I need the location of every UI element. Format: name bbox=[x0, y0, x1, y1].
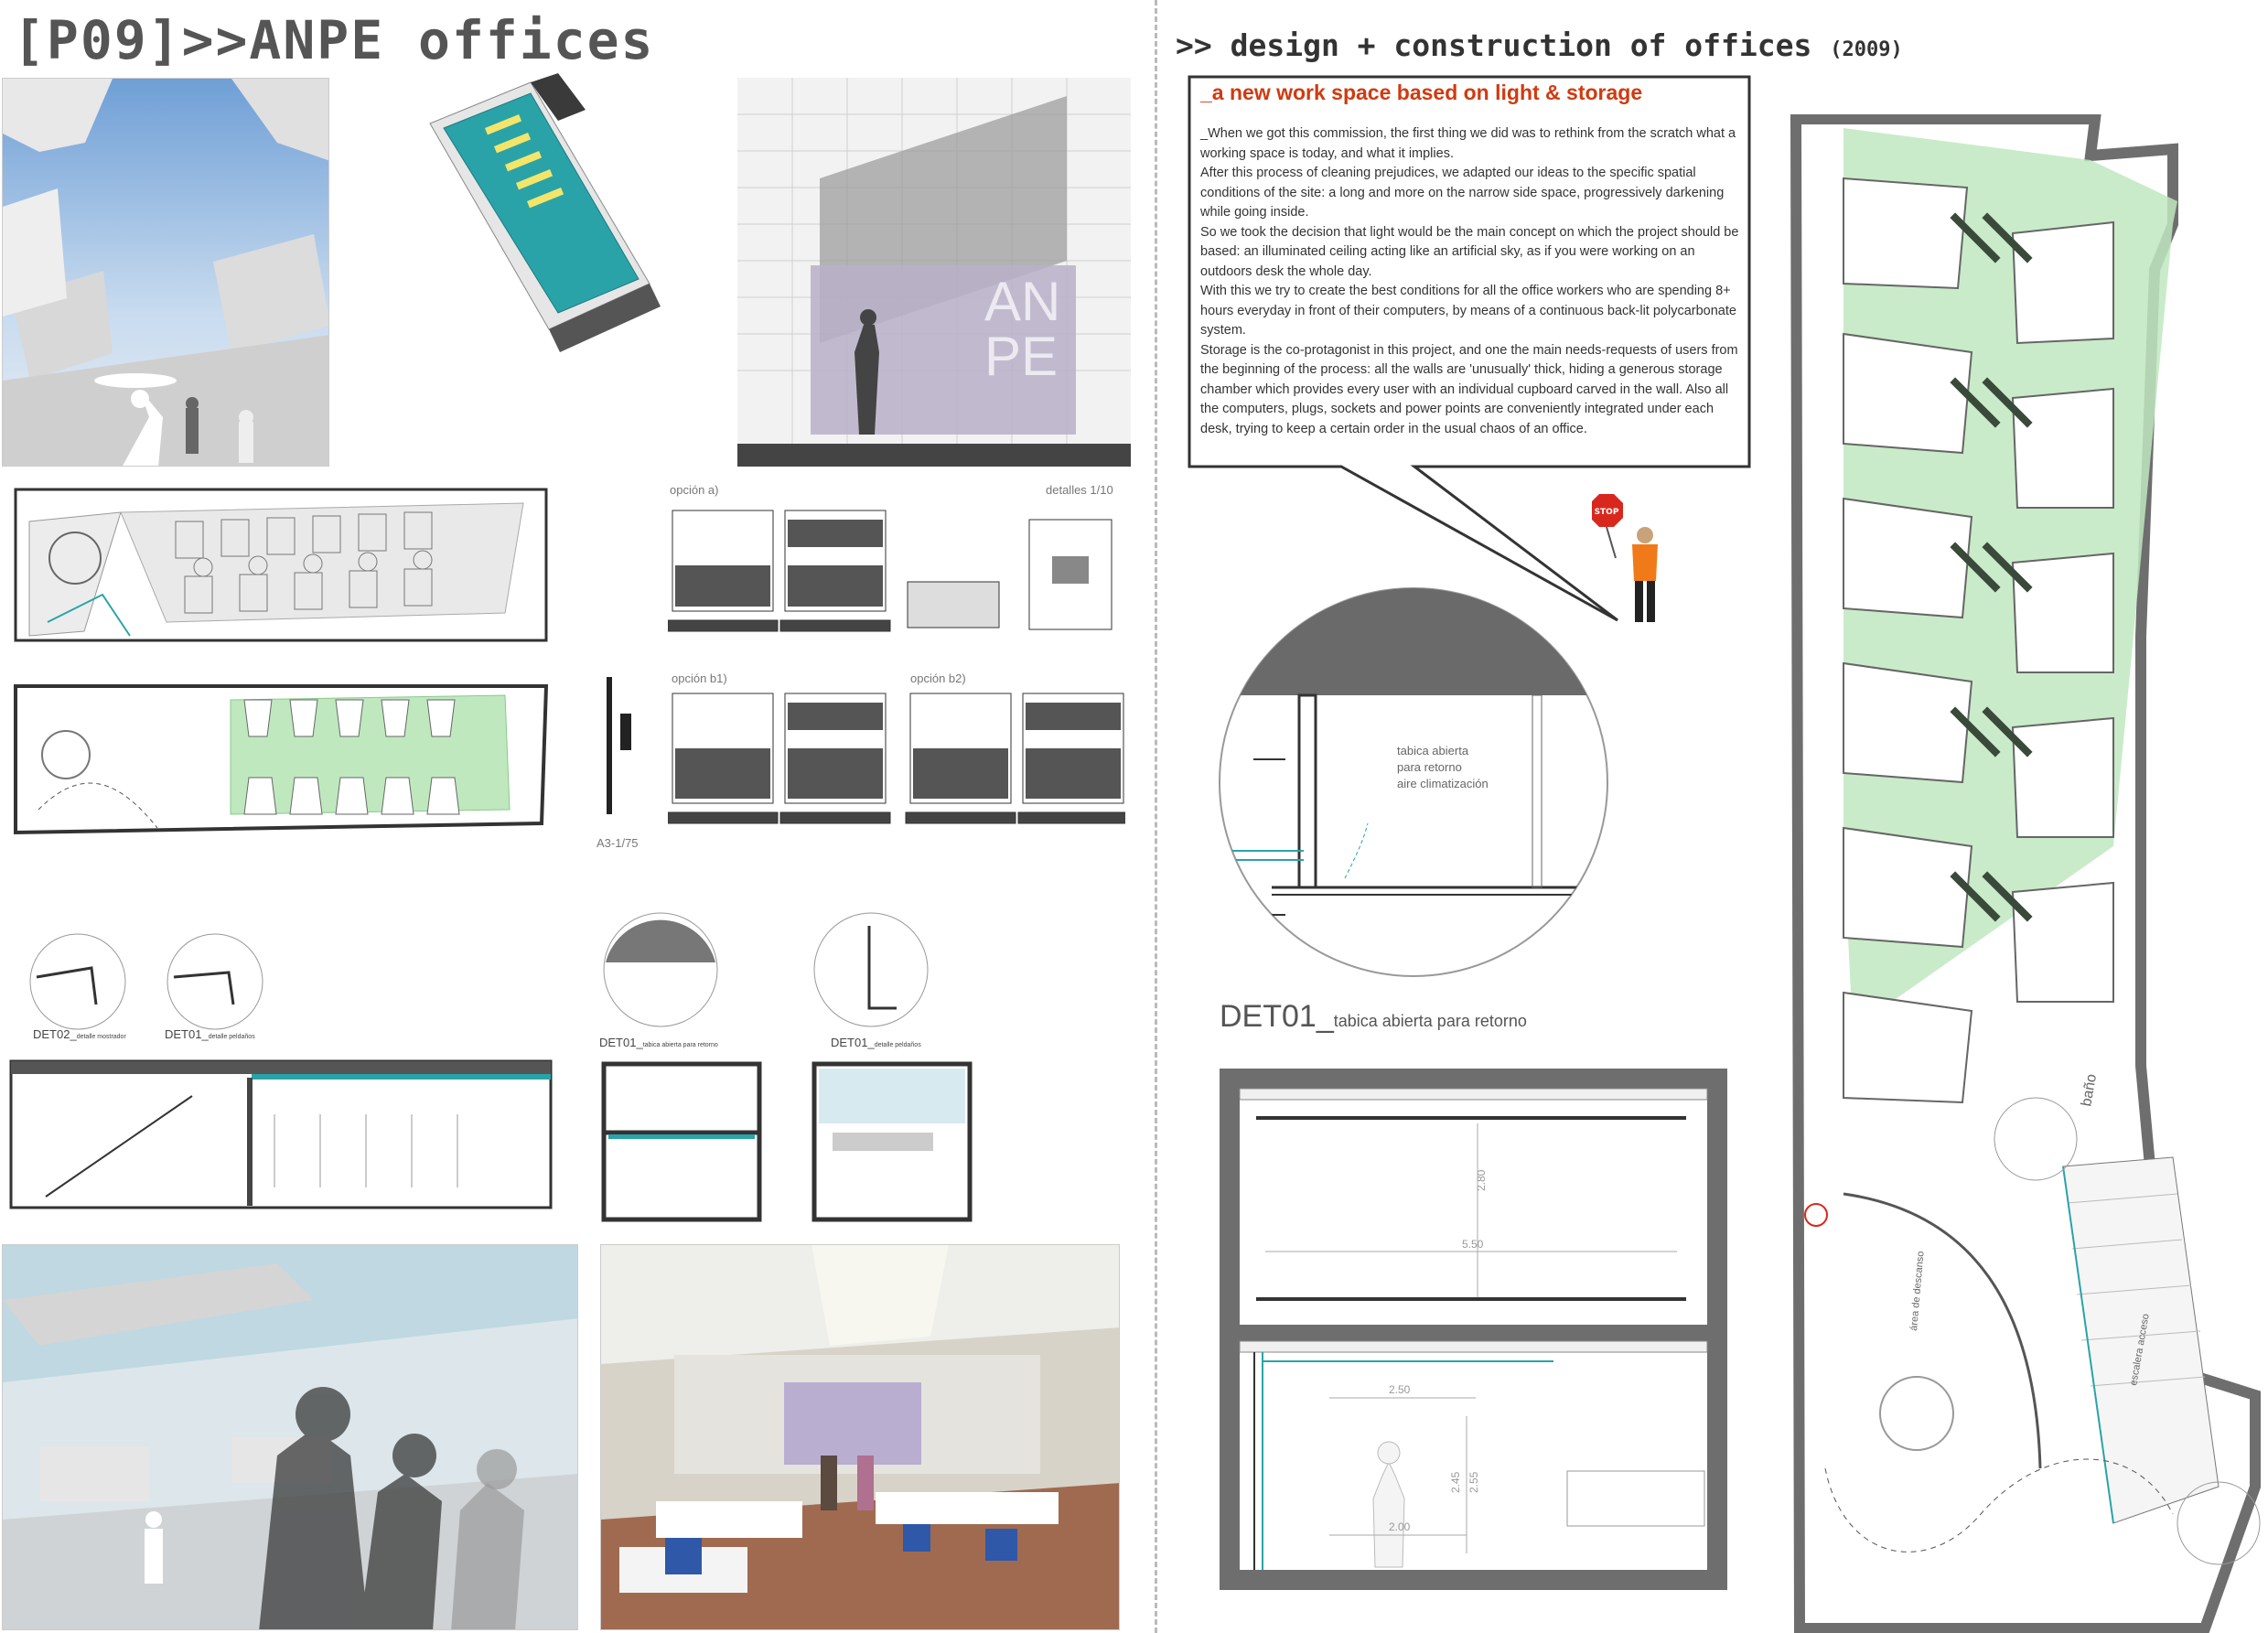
detail-circle-large bbox=[1217, 586, 1610, 979]
det01-label-a-main: DET01_ bbox=[165, 1027, 209, 1041]
stop-sign-icon bbox=[1592, 494, 1623, 527]
floor-plan-furniture-drawing bbox=[14, 488, 548, 642]
detail-circles-left bbox=[9, 931, 265, 1037]
option-b1-label: opción b1) bbox=[672, 671, 727, 685]
bubble-paragraph-4: With this we try to create the best cond… bbox=[1200, 284, 1736, 338]
long-section-svg bbox=[9, 1059, 553, 1209]
det01-caption: DET01_tabica abierta para retorno bbox=[1220, 999, 1527, 1035]
detail-circles-center-svg bbox=[603, 912, 929, 1027]
anpe-sign-top: AN bbox=[984, 271, 1060, 332]
bubble-paragraph-1: _When we got this commission, the first … bbox=[1200, 126, 1736, 161]
floor-plan-main-svg: baño área de descanso escalera acceso bbox=[1790, 114, 2261, 1633]
dim-w2: 2.50 bbox=[1389, 1383, 1411, 1396]
facade-elevation: AN PE bbox=[737, 78, 1131, 467]
stop-sign-figure: STOP bbox=[1592, 489, 1674, 627]
dim-h2: 2.45 bbox=[1449, 1471, 1462, 1493]
option-a-label: opción a) bbox=[670, 483, 719, 497]
bubble-body: _When we got this commission, the first … bbox=[1200, 124, 1740, 439]
bathroom-label: baño bbox=[2079, 1073, 2100, 1108]
det01-label-c-main: DET01_ bbox=[831, 1036, 875, 1049]
section-year: (2009) bbox=[1830, 38, 1903, 61]
stop-sign-text: STOP bbox=[1595, 508, 1619, 517]
bubble-paragraph-3: So we took the decision that light would… bbox=[1200, 224, 1739, 279]
page-title: [P09]>>ANPE offices bbox=[13, 9, 655, 71]
page-divider bbox=[1155, 0, 1157, 1633]
det01-label-c-sub: detalle peldaños bbox=[874, 1042, 921, 1048]
long-section bbox=[9, 1059, 554, 1215]
floor-plan-ceiling-drawing bbox=[14, 684, 549, 835]
cross-section-large-svg: 5.50 2.80 2.50 2.45 2.55 2.00 bbox=[1220, 1069, 1727, 1590]
det01-caption-main: DET01_ bbox=[1220, 999, 1334, 1034]
det02-label-sub: detalle mostrador bbox=[76, 1034, 126, 1040]
det02-label: DET02_detalle mostrador bbox=[33, 1027, 126, 1041]
det01-label-b: DET01_tabica abierta para retorno bbox=[599, 1036, 718, 1049]
option-b2-label: opción b2) bbox=[910, 671, 966, 685]
bubble-paragraph-2: After this process of cleaning prejudice… bbox=[1200, 166, 1725, 220]
option-drawings bbox=[668, 501, 1125, 831]
speech-bubble bbox=[1186, 73, 1753, 622]
concept-render bbox=[2, 78, 329, 467]
axonometric-model bbox=[421, 73, 686, 375]
floor-plan-ceiling bbox=[11, 682, 551, 842]
dim-h1: 2.80 bbox=[1475, 1169, 1488, 1191]
detail-text-1: tabica abierta bbox=[1397, 744, 1469, 757]
floor-plan-main: baño área de descanso escalera acceso bbox=[1789, 114, 2264, 1633]
speech-bubble-svg bbox=[1188, 75, 1751, 622]
option-drawings-svg bbox=[668, 510, 1125, 824]
section-title-text: >> design + construction of offices bbox=[1176, 27, 1812, 63]
interior-render-svg bbox=[3, 1245, 577, 1629]
det01-label-b-main: DET01_ bbox=[599, 1036, 643, 1049]
details-label: detalles 1/10 bbox=[1046, 483, 1113, 497]
dim-w3: 2.00 bbox=[1389, 1520, 1411, 1533]
det01-label-a-sub: detalle peldaños bbox=[208, 1034, 255, 1040]
dim-h3: 2.55 bbox=[1467, 1471, 1480, 1493]
cross-section-large: 5.50 2.80 2.50 2.45 2.55 2.00 bbox=[1220, 1069, 1727, 1590]
scale-label: A3-1/75 bbox=[597, 836, 639, 850]
det01-label-b-sub: tabica abierta para retorno bbox=[642, 1042, 718, 1048]
det02-label-main: DET02_ bbox=[33, 1027, 77, 1041]
det01-label-a: DET01_detalle peldaños bbox=[165, 1027, 255, 1041]
anpe-sign-section-svg bbox=[607, 677, 631, 814]
interior-render bbox=[2, 1244, 578, 1630]
cross-sections-small bbox=[599, 1059, 1121, 1224]
detail-circles-left-svg bbox=[29, 933, 263, 1030]
axonometric-drawing bbox=[429, 73, 661, 352]
det01-label-c: DET01_detalle peldaños bbox=[831, 1036, 921, 1049]
detail-text-2: para retorno bbox=[1397, 760, 1462, 774]
office-photo-svg bbox=[601, 1245, 1119, 1629]
floor-plan-furniture bbox=[11, 485, 551, 650]
cross-sections-small-svg bbox=[601, 1061, 973, 1222]
anpe-sign-section bbox=[602, 677, 648, 814]
bubble-paragraph-5: Storage is the co-protagonist in this pr… bbox=[1200, 342, 1738, 436]
office-photo bbox=[600, 1244, 1120, 1630]
dim-w1: 5.50 bbox=[1462, 1238, 1484, 1251]
detail-text-3: aire climatización bbox=[1397, 777, 1489, 790]
facade-drawing: AN PE bbox=[737, 78, 1131, 467]
fire-alarm-icon bbox=[1804, 1203, 1828, 1227]
bubble-heading: _a new work space based on light & stora… bbox=[1200, 81, 1643, 104]
det01-caption-sub: tabica abierta para retorno bbox=[1333, 1012, 1527, 1030]
detail-circle-large-svg bbox=[1219, 587, 1608, 977]
anpe-sign-bottom: PE bbox=[984, 326, 1058, 387]
detail-circle-text: tabica abierta para retorno aire climati… bbox=[1397, 743, 1489, 792]
section-title: >> design + construction of offices (200… bbox=[1176, 27, 1903, 63]
detail-circles-center bbox=[595, 908, 1107, 1031]
stop-sign-figure-svg: STOP bbox=[1592, 494, 1658, 622]
concept-render-drawing bbox=[3, 79, 328, 466]
